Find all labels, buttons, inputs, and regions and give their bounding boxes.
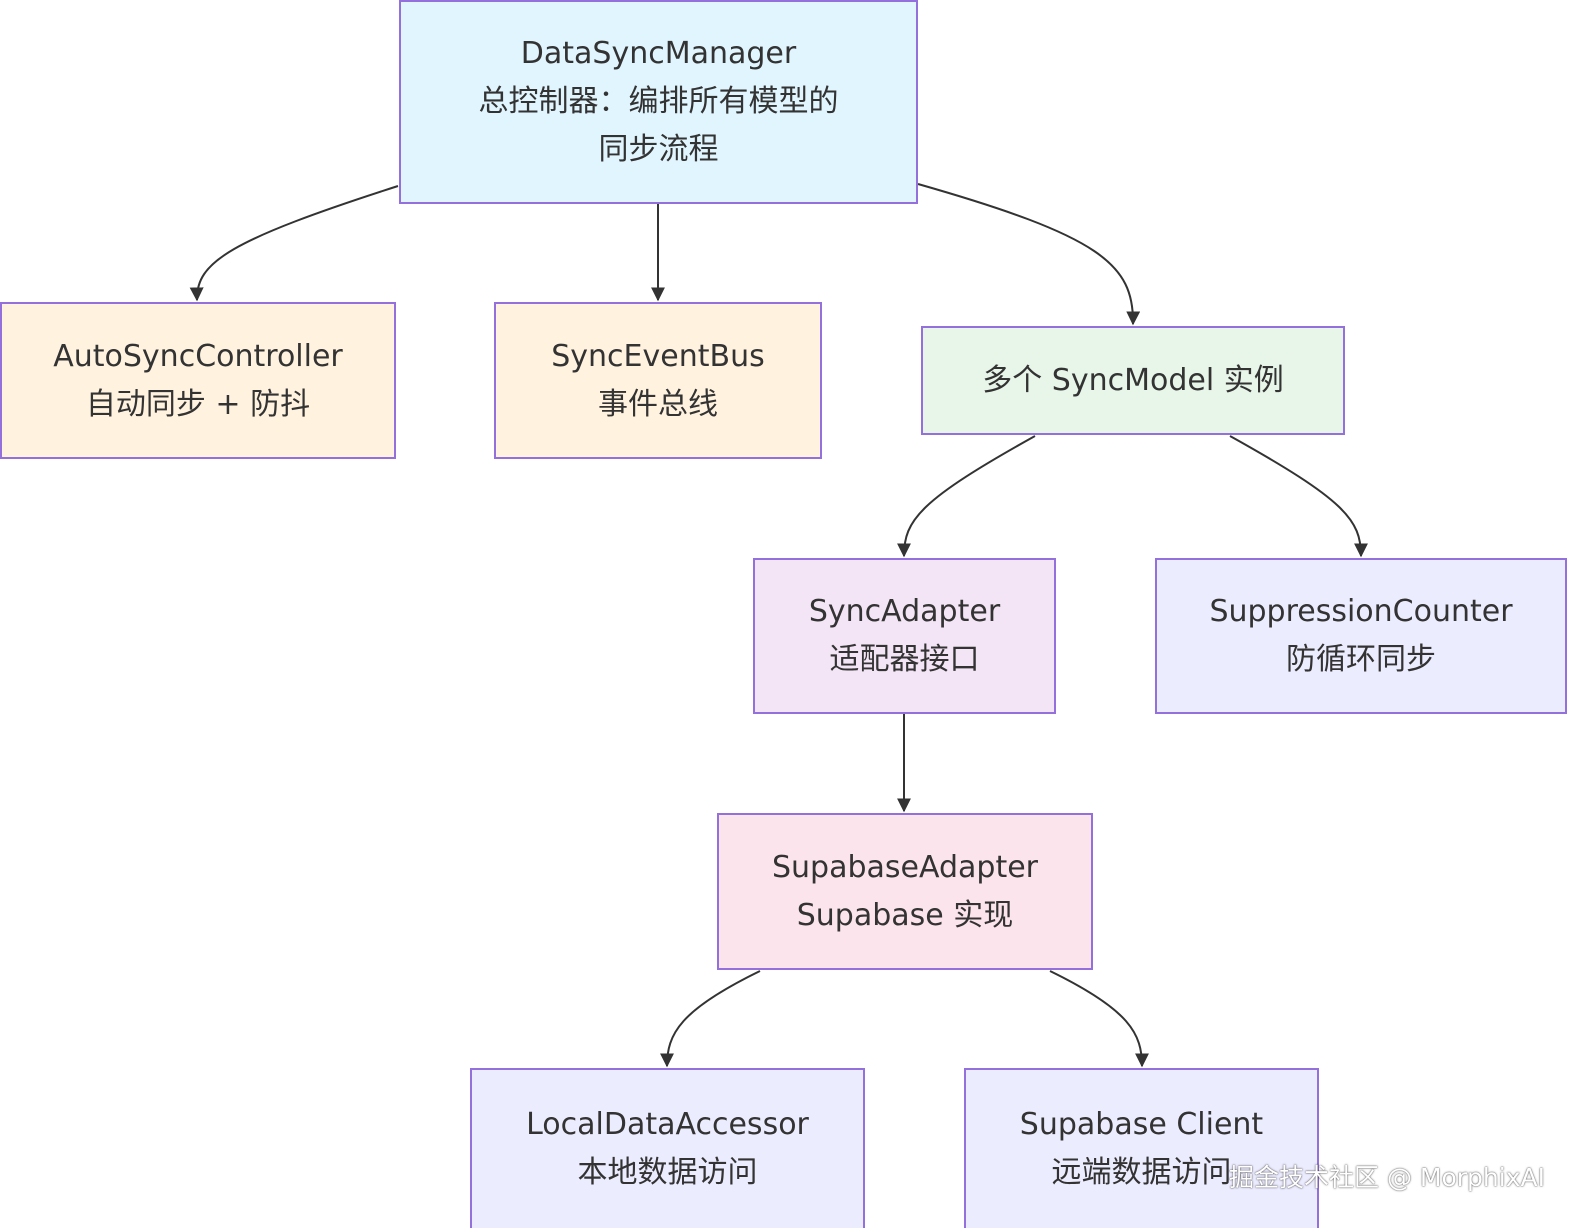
node-local-data-accessor-title: LocalDataAccessor — [526, 1107, 809, 1142]
edge-manager-to-syncmodel — [917, 183, 1141, 326]
edge-syncmodel-to-suppression — [1229, 435, 1368, 558]
node-local-data-accessor-desc: 本地数据访问 — [577, 1155, 758, 1190]
node-data-sync-manager-desc-2: 同步流程 — [598, 132, 719, 167]
node-sync-event-bus-desc: 事件总线 — [598, 386, 718, 422]
node-data-sync-manager: DataSyncManager 总控制器：编排所有模型的 同步流程 — [399, 0, 918, 204]
node-supabase-adapter-desc: Supabase 实现 — [796, 897, 1014, 933]
node-sync-model-title: 多个 SyncModel 实例 — [982, 362, 1284, 398]
node-supabase-client: Supabase Client 远端数据访问 — [964, 1068, 1319, 1228]
node-suppression-counter-title: SuppressionCounter — [1209, 594, 1513, 629]
node-data-sync-manager-title: DataSyncManager — [520, 36, 797, 71]
node-sync-event-bus: SyncEventBus 事件总线 — [494, 302, 822, 459]
node-data-sync-manager-desc-1: 总控制器：编排所有模型的 — [478, 84, 839, 119]
node-supabase-adapter: SupabaseAdapter Supabase 实现 — [717, 813, 1093, 970]
node-supabase-client-desc: 远端数据访问 — [1051, 1155, 1232, 1190]
node-sync-adapter: SyncAdapter 适配器接口 — [753, 558, 1056, 714]
node-auto-sync-controller-title: AutoSyncController — [53, 338, 343, 374]
node-suppression-counter-desc: 防循环同步 — [1286, 642, 1436, 677]
node-sync-model: 多个 SyncModel 实例 — [921, 326, 1345, 435]
edge-supabaseadapter-to-local — [660, 970, 761, 1068]
node-sync-adapter-title: SyncAdapter — [808, 594, 1001, 629]
edge-manager-to-autosync — [189, 185, 399, 302]
node-auto-sync-controller: AutoSyncController 自动同步 + 防抖 — [0, 302, 396, 459]
node-sync-adapter-desc: 适配器接口 — [829, 642, 980, 677]
edge-supabaseadapter-to-client — [1049, 970, 1149, 1068]
node-sync-event-bus-title: SyncEventBus — [551, 338, 765, 374]
node-supabase-client-title: Supabase Client — [1019, 1107, 1264, 1142]
node-local-data-accessor: LocalDataAccessor 本地数据访问 — [470, 1068, 865, 1228]
node-suppression-counter: SuppressionCounter 防循环同步 — [1155, 558, 1567, 714]
edge-syncmodel-to-adapter — [897, 435, 1036, 558]
node-auto-sync-controller-desc: 自动同步 + 防抖 — [85, 386, 311, 422]
watermark: 掘金技术社区 @ MorphixAI — [1229, 1163, 1545, 1192]
node-supabase-adapter-title: SupabaseAdapter — [771, 849, 1038, 885]
